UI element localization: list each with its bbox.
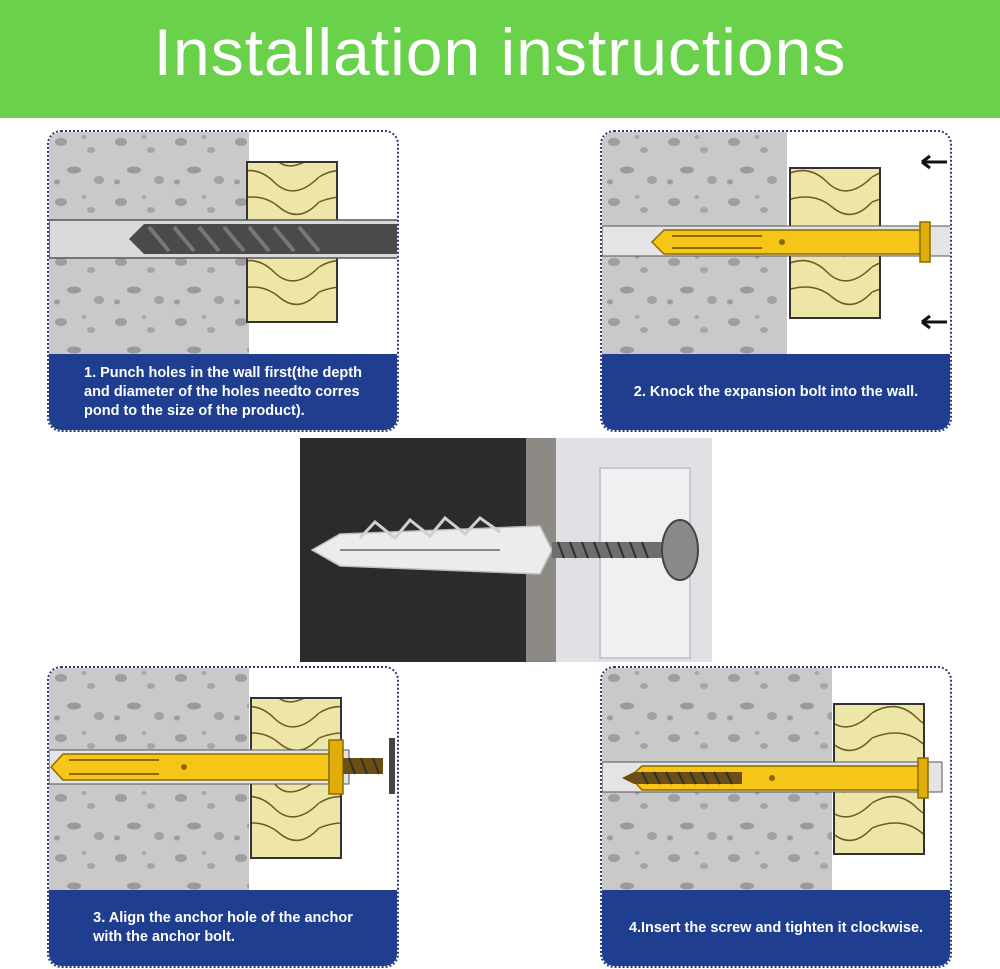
step-3-panel: 3. Align the anchor hole of the anchor w… <box>47 666 399 968</box>
step-2-panel: 2. Knock the expansion bolt into the wal… <box>600 130 952 432</box>
expansion-anchor-icon <box>650 221 931 263</box>
step-4-caption: 4.Insert the screw and tighten it clockw… <box>602 890 950 966</box>
drill-bit-icon <box>129 224 397 254</box>
step-4-panel: 4.Insert the screw and tighten it clockw… <box>600 666 952 968</box>
page-title: Installation instructions <box>153 15 847 89</box>
step-1-panel: 1. Punch holes in the wall first(the dep… <box>47 130 399 432</box>
step-1-illustration <box>49 132 397 356</box>
step-2-caption: 2. Knock the expansion bolt into the wal… <box>602 354 950 430</box>
step-1-caption: 1. Punch holes in the wall first(the dep… <box>49 354 397 430</box>
step-3-caption: 3. Align the anchor hole of the anchor w… <box>49 890 397 966</box>
arrow-left-icon <box>921 154 947 330</box>
title-banner: Installation instructions <box>0 0 1000 118</box>
step-4-illustration <box>602 668 943 892</box>
screw-icon <box>343 738 395 794</box>
screw-icon <box>622 771 742 785</box>
step-3-illustration <box>49 668 395 892</box>
expansion-anchor-icon <box>310 515 553 575</box>
expansion-anchor-icon <box>49 739 344 795</box>
step-2-illustration <box>602 132 950 356</box>
screw-icon <box>552 519 699 581</box>
product-photo <box>300 438 712 662</box>
